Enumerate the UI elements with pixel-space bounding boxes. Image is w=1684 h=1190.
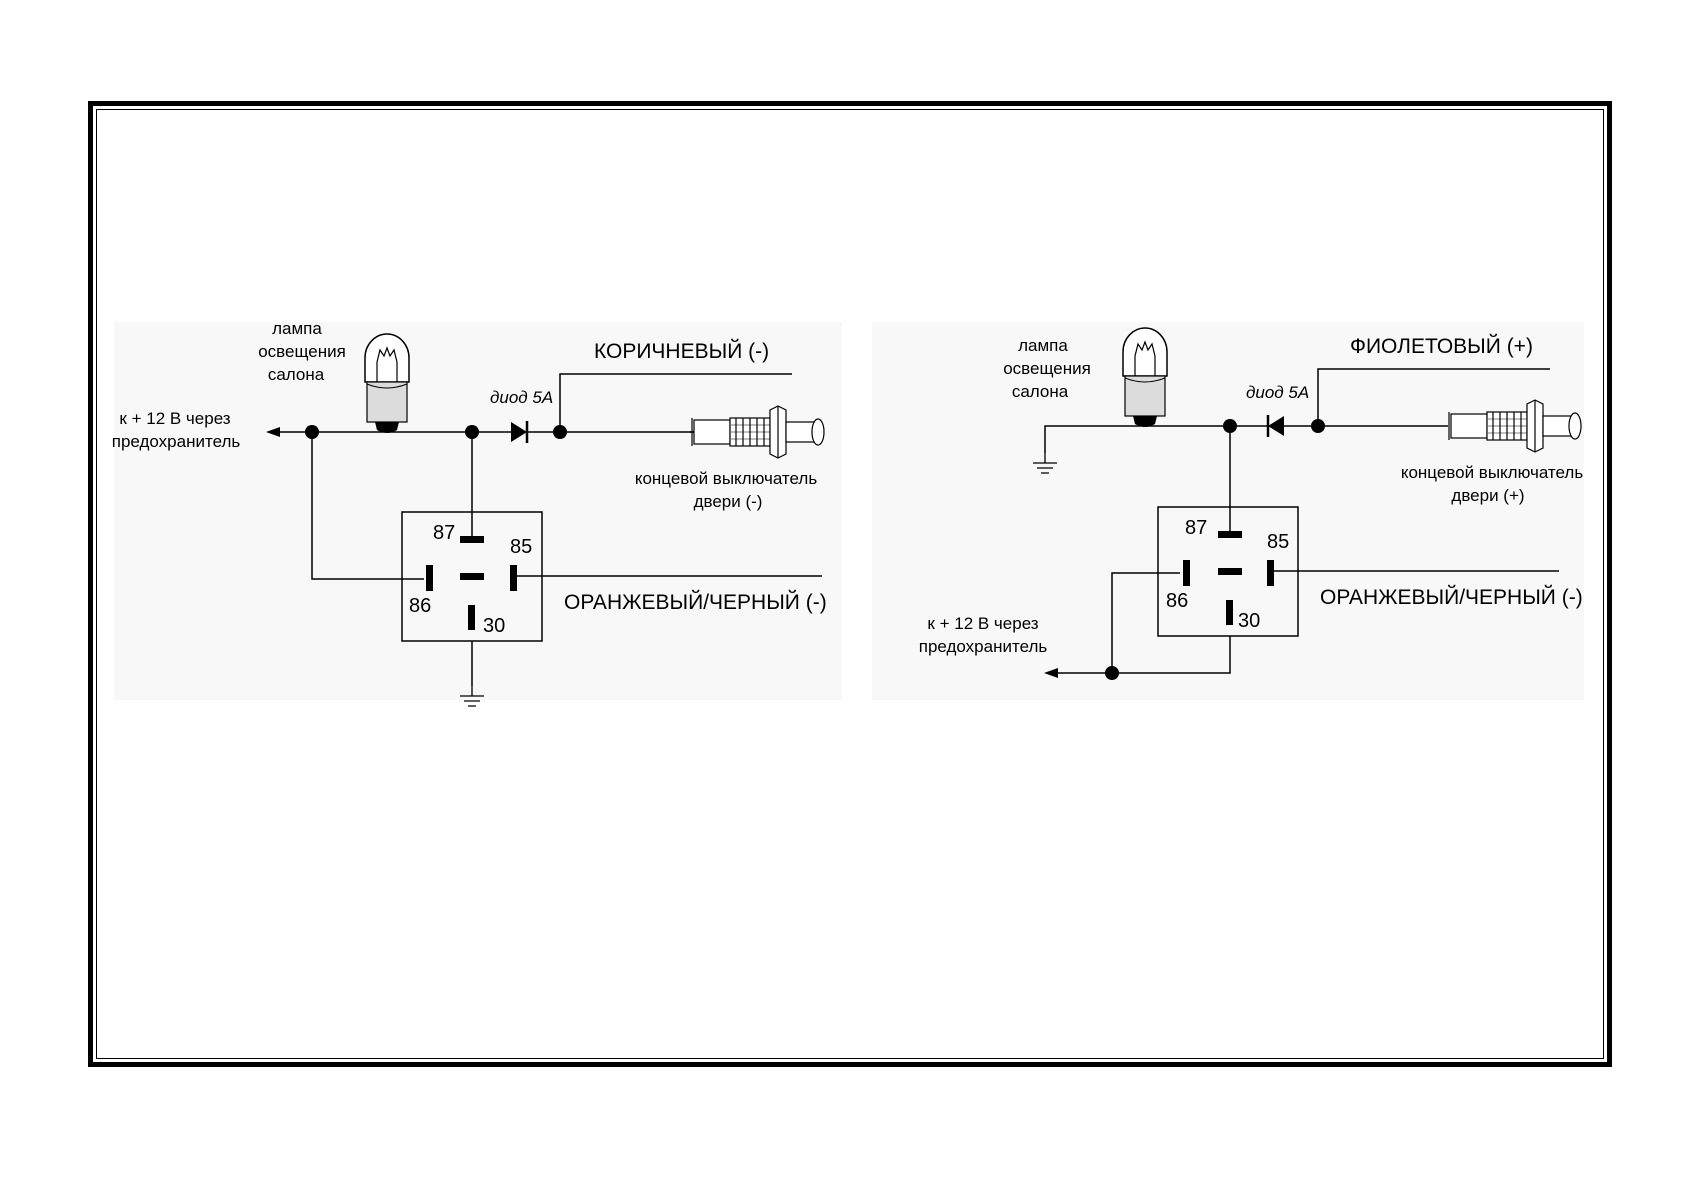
right-supply-arrow [1044,668,1058,678]
left-wire-orange-black: ОРАНЖЕВЫЙ/ЧЕРНЫЙ (-) [564,590,827,614]
right-supply-label: к + 12 В через предохранитель [919,614,1048,656]
right-junction-diode [1311,419,1325,433]
svg-text:лампа: лампа [1018,336,1068,355]
svg-text:двери (-): двери (-) [694,492,763,511]
right-junction-87 [1223,419,1237,433]
left-relay [401,511,543,642]
left-junction-supply [305,425,319,439]
left-junction-diode [553,425,567,439]
svg-text:предохранитель: предохранитель [919,637,1048,656]
svg-text:предохранитель: предохранитель [112,432,241,451]
left-diode-label: диод 5А [490,388,553,407]
right-pin-30: 30 [1238,610,1260,632]
left-supply-arrow [266,427,280,437]
right-lamp-icon [1122,327,1168,428]
right-wire-orange-black: ОРАНЖЕВЫЙ/ЧЕРНЫЙ (-) [1320,585,1583,609]
right-pin-86: 86 [1166,590,1188,612]
right-relay-contacts [1183,531,1274,625]
left-supply-label: к + 12 В через предохранитель [112,409,241,451]
svg-text:к + 12 В через: к + 12 В через [119,409,230,428]
outer-frame [88,101,1612,1067]
inner-frame [96,109,1604,1059]
left-pin-30: 30 [483,615,505,637]
left-diagram: 87 85 86 30 лампа освещения салона к + 1… [112,319,842,707]
left-relay-contacts [426,536,517,630]
left-lamp-icon [364,333,410,434]
svg-text:освещения: освещения [258,342,346,361]
svg-text:к + 12 В через: к + 12 В через [927,614,1038,633]
svg-text:концевой выключатель: концевой выключатель [635,469,818,488]
left-pin-85: 85 [510,536,532,558]
right-panel [872,322,1584,700]
left-lamp-label: лампа освещения салона [258,319,346,384]
right-pin-87: 87 [1185,517,1207,539]
svg-text:двери (+): двери (+) [1451,486,1524,505]
right-switch-label: концевой выключатель двери (+) [1401,463,1584,505]
left-junction-87 [465,425,479,439]
right-relay [1157,506,1299,637]
right-diagram: 87 85 86 30 лампа освещения салона к + 1… [872,322,1584,700]
left-panel [114,322,842,700]
svg-text:салона: салона [268,365,325,384]
svg-text:лампа: лампа [272,319,322,338]
left-pin-87: 87 [433,522,455,544]
left-pin-86: 86 [409,595,431,617]
right-pin-85: 85 [1267,531,1289,553]
left-diode [511,421,529,443]
left-wire-brown: КОРИЧНЕВЫЙ (-) [594,339,769,363]
right-diode [1266,415,1284,437]
left-switch-label: концевой выключатель двери (-) [635,469,818,511]
right-wire-violet: ФИОЛЕТОВЫЙ (+) [1350,334,1533,358]
right-diode-label: диод 5А [1246,383,1309,402]
right-lamp-label: лампа освещения салона [1003,336,1091,401]
svg-text:концевой выключатель: концевой выключатель [1401,463,1584,482]
right-junction-supply [1105,666,1119,680]
svg-text:салона: салона [1012,382,1069,401]
svg-text:освещения: освещения [1003,359,1091,378]
